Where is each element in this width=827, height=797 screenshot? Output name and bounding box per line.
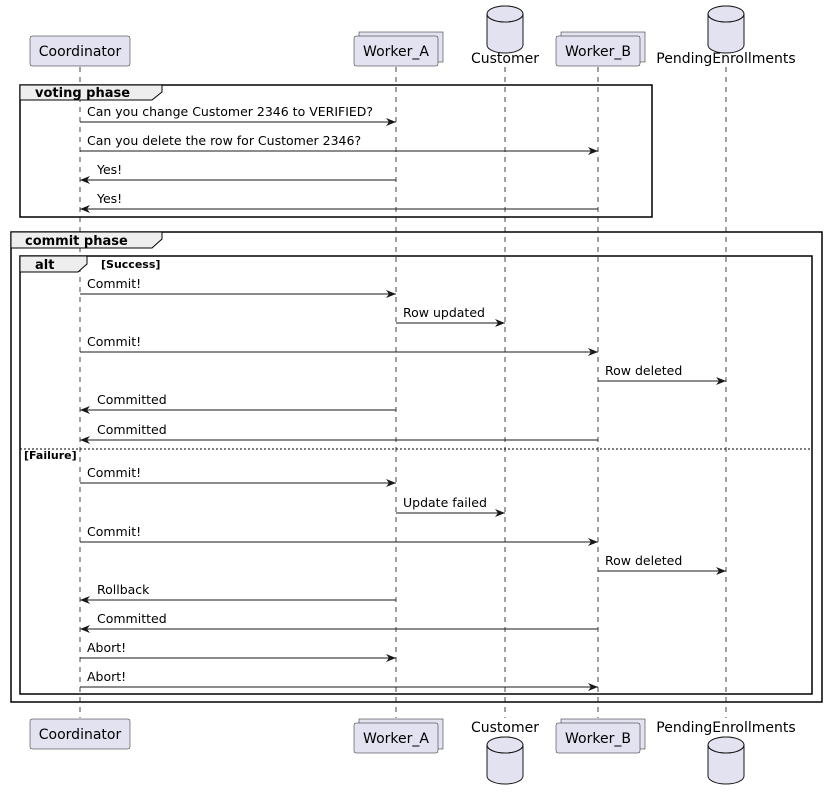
commit-phase-label: commit phase [25,234,128,249]
message-6: Row updated [396,305,505,327]
participant-worker_a-top: Worker_A [353,31,444,67]
message-label: Abort! [87,669,126,684]
message-label: Row updated [403,305,485,320]
message-label: Yes! [96,162,122,177]
alt-label: alt [35,258,54,273]
message-label: Yes! [96,191,122,206]
message-4: Yes! [80,191,598,213]
message-label: Committed [97,422,167,437]
participant-worker_a-bottom: Worker_A [353,718,444,754]
message-5: Commit! [80,276,396,298]
participant-worker_b-bottom: Worker_B [555,718,646,754]
participant-coordinator-top: Coordinator [29,35,131,67]
message-label: Commit! [87,524,141,539]
message-13: Commit! [80,524,598,546]
database-pending-top: PendingEnrollments [656,5,796,67]
database-label: PendingEnrollments [656,51,795,67]
message-label: Commit! [87,276,141,291]
participant-label: Worker_B [565,731,631,747]
message-1: Can you change Customer 2346 to VERIFIED… [80,104,396,126]
participant-label: Worker_A [363,731,429,747]
message-label: Commit! [87,465,141,480]
message-label: Committed [97,611,167,626]
message-7: Commit! [80,334,598,356]
lifelines [79,67,727,718]
message-label: Commit! [87,334,141,349]
message-18: Abort! [80,669,598,691]
participant-label: Coordinator [39,727,122,743]
database-pending-bottom: PendingEnrollments [656,720,796,785]
message-label: Can you delete the row for Customer 2346… [87,133,361,148]
message-label: Row deleted [605,363,682,378]
message-label: Abort! [87,640,126,655]
database-label: Customer [471,720,539,736]
participant-label: Worker_A [363,44,429,60]
message-label: Update failed [403,495,487,510]
messages: Can you change Customer 2346 to VERIFIED… [80,104,726,691]
message-label: Committed [97,392,167,407]
alt-guard-failure: [Failure] [24,449,77,462]
message-3: Yes! [80,162,396,184]
message-12: Update failed [396,495,505,517]
message-2: Can you delete the row for Customer 2346… [80,133,598,155]
database-customer-top: Customer [471,5,539,67]
participant-label: Coordinator [39,44,122,60]
database-customer-bottom: Customer [471,720,539,785]
commit-phase-frame: commit phase [10,231,823,703]
message-9: Committed [80,392,396,414]
voting-phase-frame: voting phase [19,84,653,218]
message-16: Committed [80,611,598,633]
message-label: Row deleted [605,553,682,568]
database-label: Customer [471,51,539,67]
message-15: Rollback [80,582,396,604]
message-10: Committed [80,422,598,444]
participant-label: Worker_B [565,44,631,60]
message-label: Rollback [97,582,150,597]
message-8: Row deleted [598,363,726,385]
participant-worker_b-top: Worker_B [555,31,646,67]
database-label: PendingEnrollments [656,720,795,736]
message-14: Row deleted [598,553,726,575]
alt-frame: alt [Success] [Failure] [19,255,813,695]
message-label: Can you change Customer 2346 to VERIFIED… [87,104,373,119]
participants: CoordinatorCoordinatorWorker_AWorker_ACu… [29,5,796,785]
message-11: Commit! [80,465,396,487]
message-17: Abort! [80,640,396,662]
participant-coordinator-bottom: Coordinator [29,718,131,750]
alt-guard-success: [Success] [101,258,160,271]
voting-phase-label: voting phase [35,86,130,101]
